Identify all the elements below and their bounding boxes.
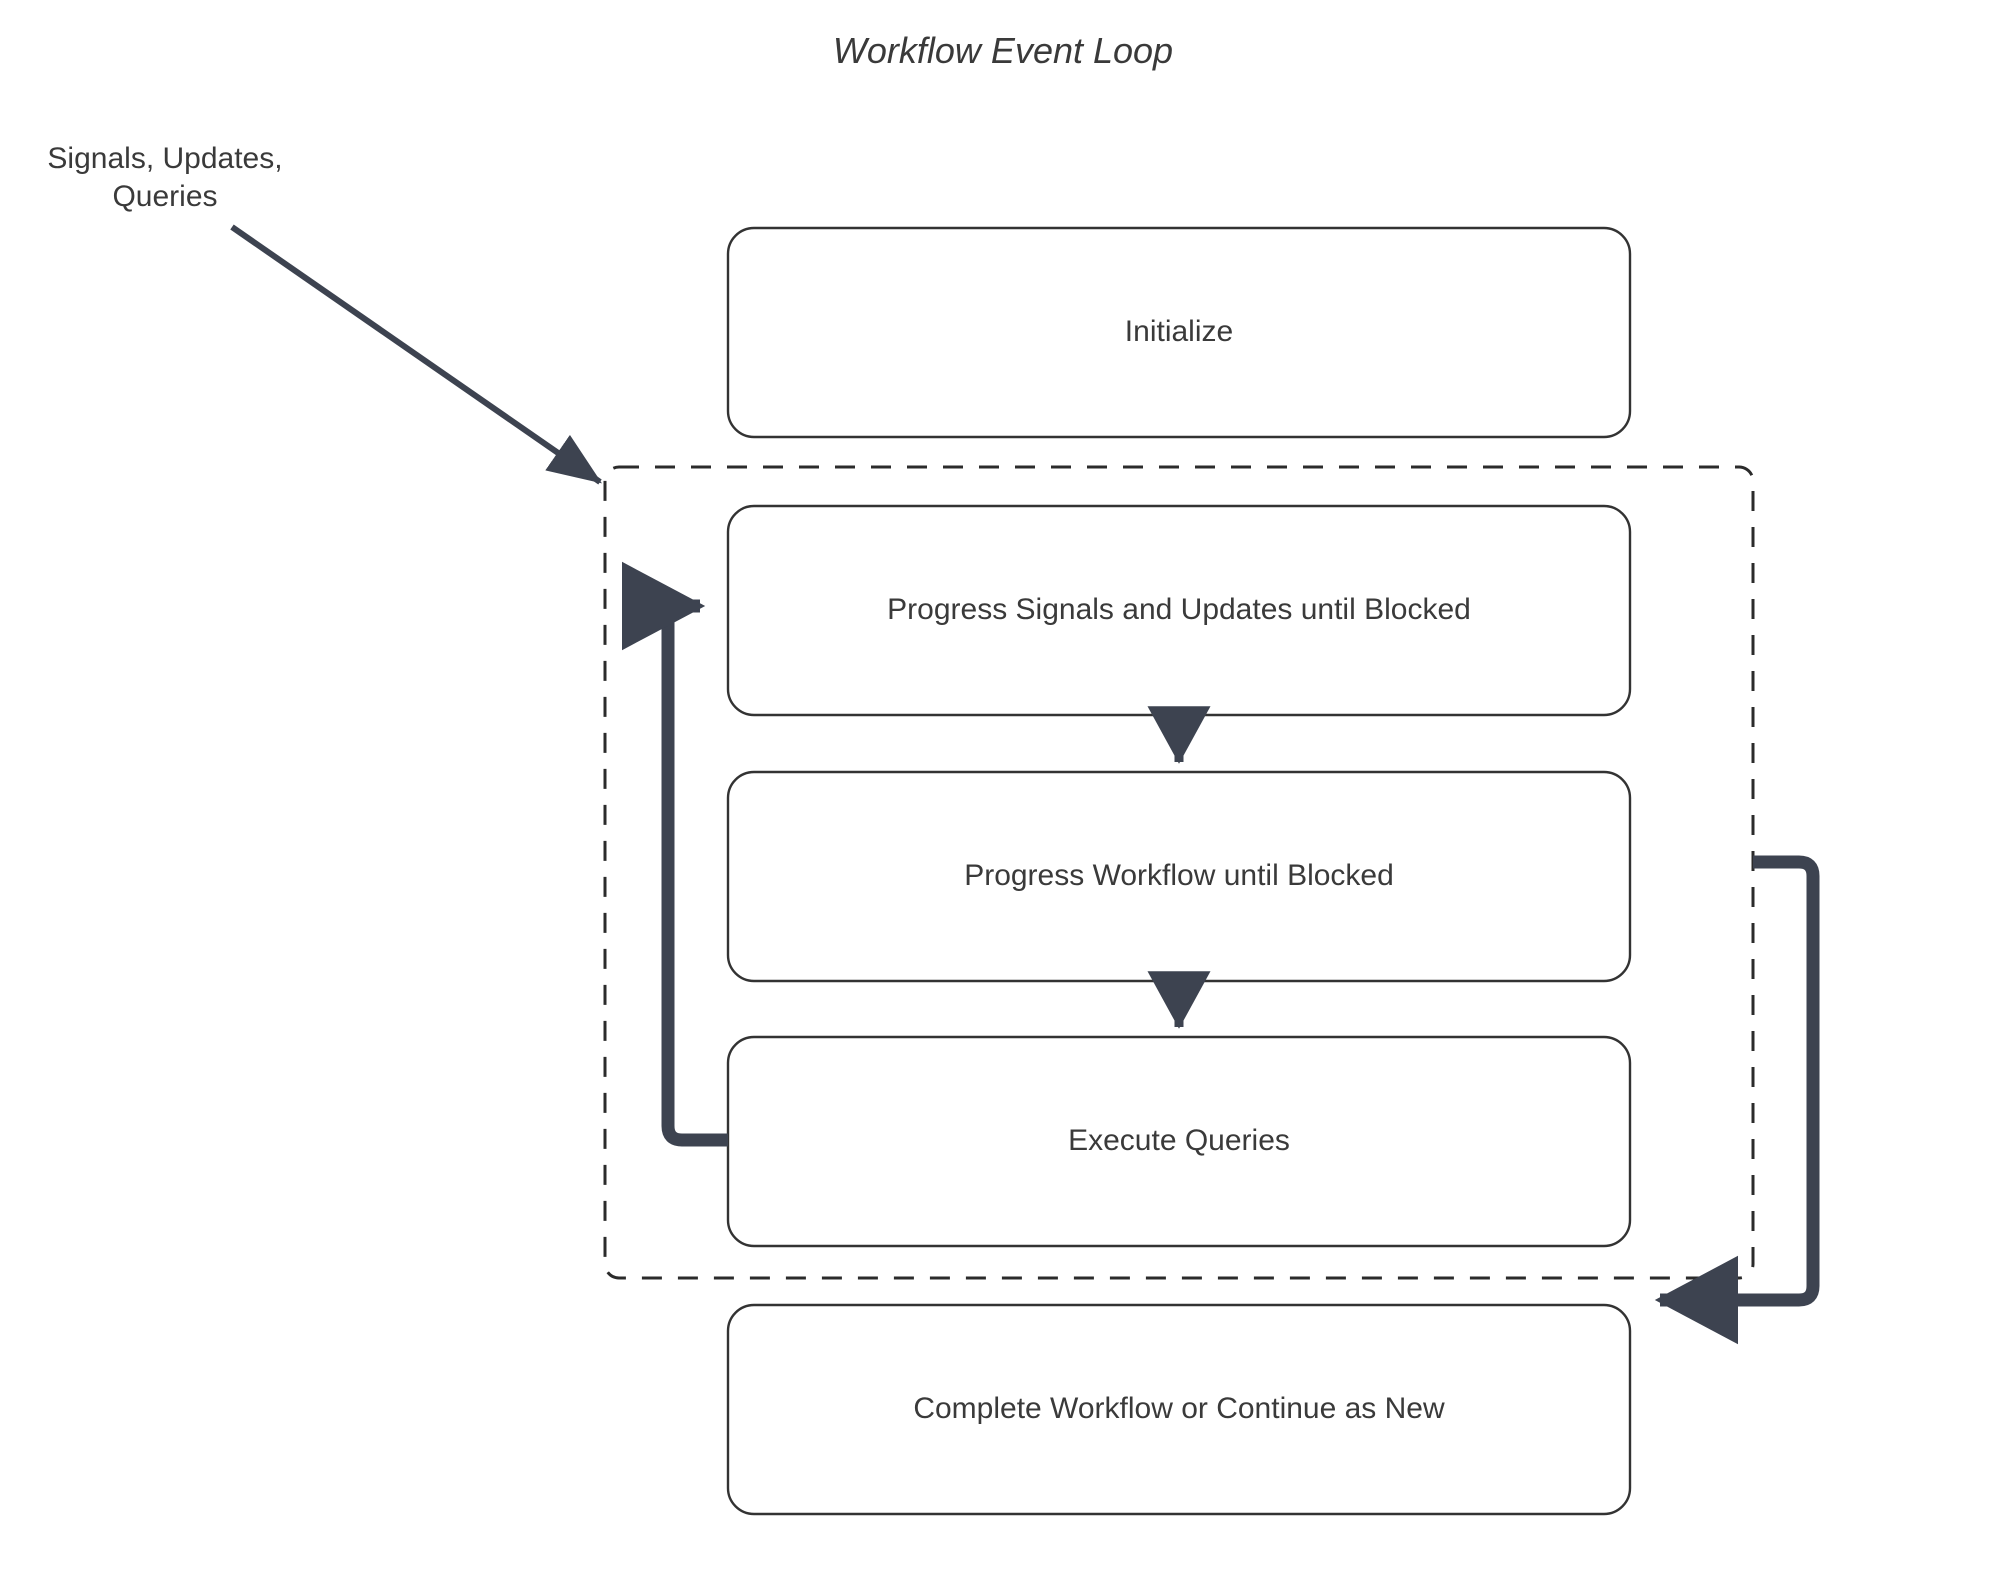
node-box-progress-workflow[interactable] <box>726 770 1632 983</box>
node-box-execute-queries[interactable] <box>726 1035 1632 1248</box>
event-loop-group-box <box>603 465 1755 1280</box>
edge-loop-back <box>622 561 728 1147</box>
edge-external-input <box>230 224 602 485</box>
node-box-initialize[interactable] <box>726 226 1632 439</box>
edge-group-to-complete <box>1654 855 1820 1345</box>
node-box-progress-signals[interactable] <box>726 504 1632 717</box>
node-box-complete-workflow[interactable] <box>726 1303 1632 1516</box>
